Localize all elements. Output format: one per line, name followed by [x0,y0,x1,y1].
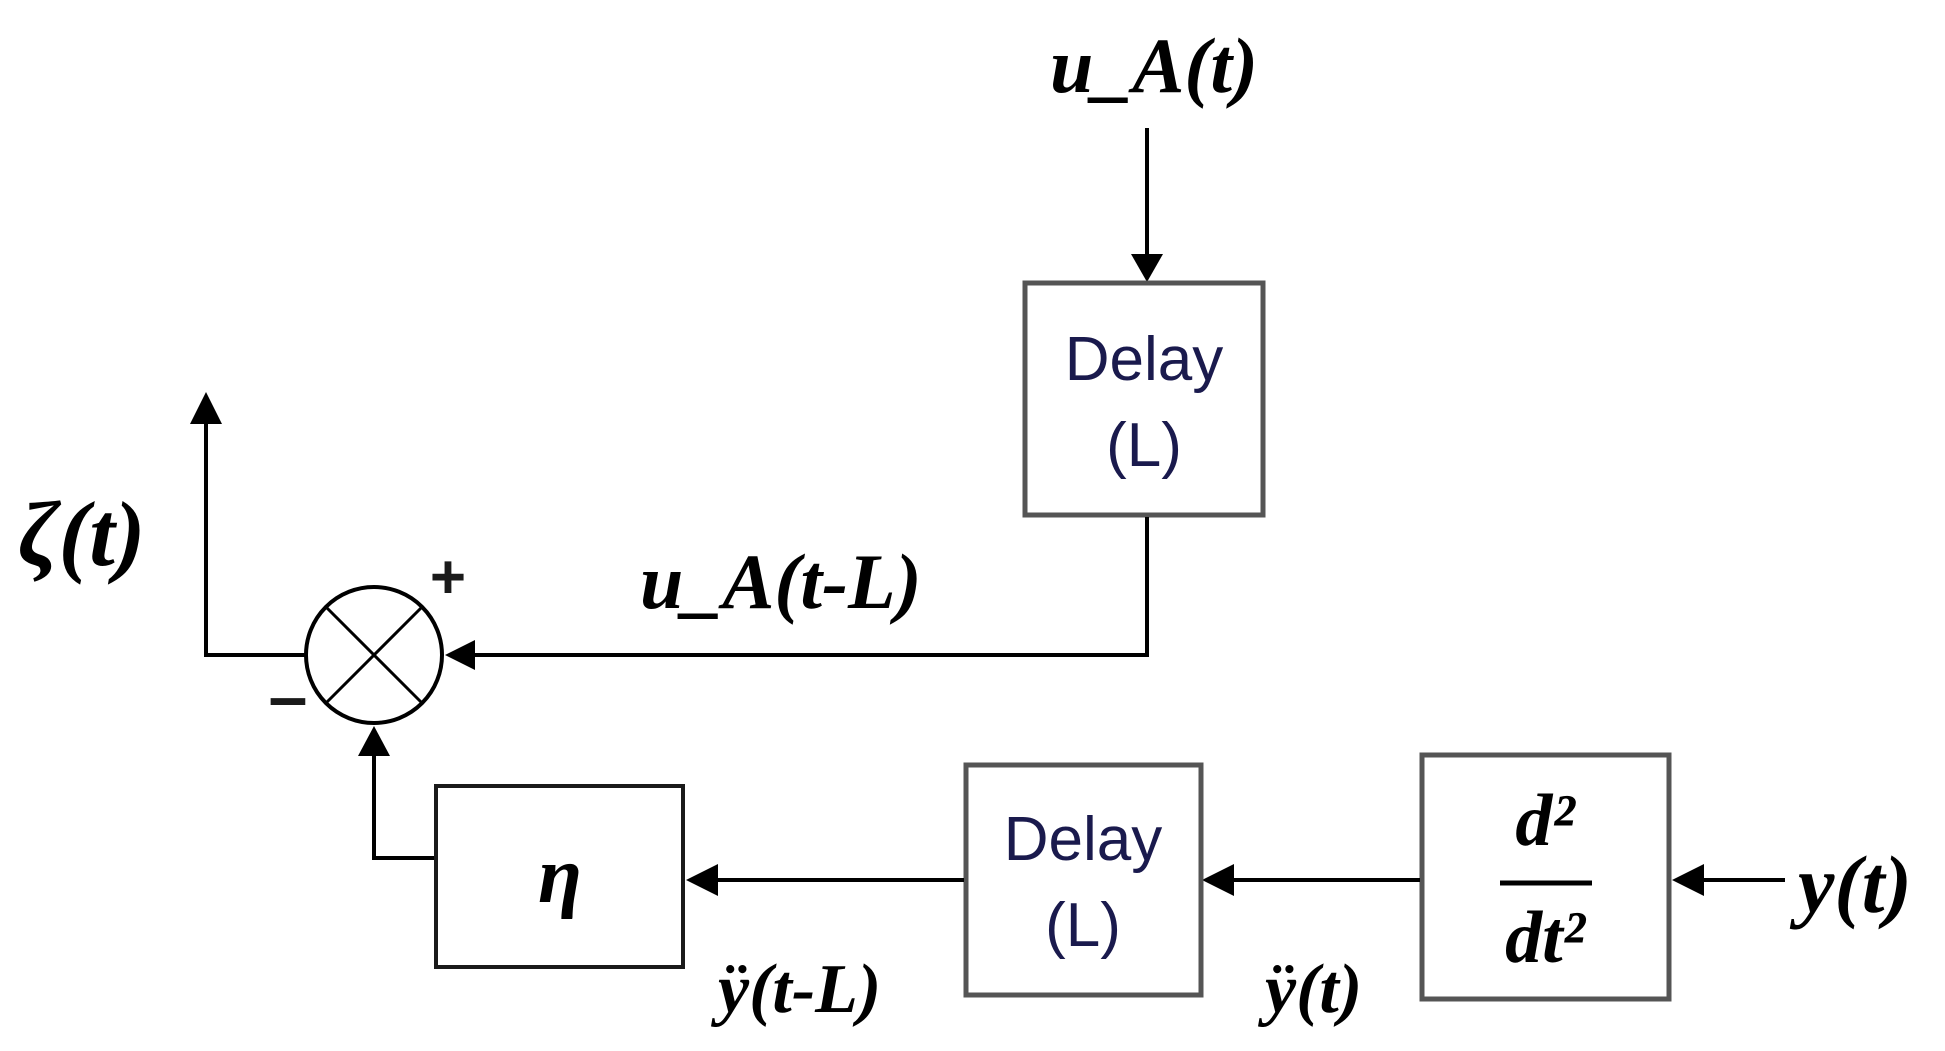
arrowhead-into-delay-bottom [1202,864,1234,896]
gain-block [434,784,685,969]
arrowhead-into-gain [686,864,718,896]
signal-label-zeta: ζ(t) [18,483,145,585]
wire-delay-to-sum [470,517,1149,657]
wire-sum-to-output [204,420,306,657]
delay-block-top [1022,280,1266,518]
gain-symbol: η [538,832,582,920]
signal-label-y-ddot-delayed: ÿ(t-L) [711,951,881,1028]
arrowhead-into-derivative [1672,864,1704,896]
signal-label-y-ddot: ÿ(t) [1258,951,1362,1028]
delay-top-label: Delay [1065,325,1224,394]
delay-bottom-label: Delay [1004,805,1163,874]
delay-bottom-param: (L) [1045,891,1121,960]
summing-junction [304,585,444,725]
derivative-block [1419,752,1672,1002]
delay-block-bottom [963,762,1204,998]
delay-top-param: (L) [1106,411,1182,480]
signal-label-y: y(t) [1789,839,1912,930]
arrowhead-into-delay-top [1131,254,1163,282]
derivative-numerator: d² [1515,780,1576,862]
arrowhead-output [190,392,222,424]
arrowhead-into-sum-bottom [358,726,390,756]
arrowhead-into-sum-right [445,640,475,670]
sum-plus-sign: + [430,543,466,612]
sum-minus-sign: – [269,657,308,735]
signal-label-uA: u_A(t) [1050,22,1258,109]
wire-gain-to-sum [372,752,434,860]
signal-label-uA-delayed: u_A(t-L) [640,538,922,625]
derivative-denominator: dt² [1505,897,1587,979]
